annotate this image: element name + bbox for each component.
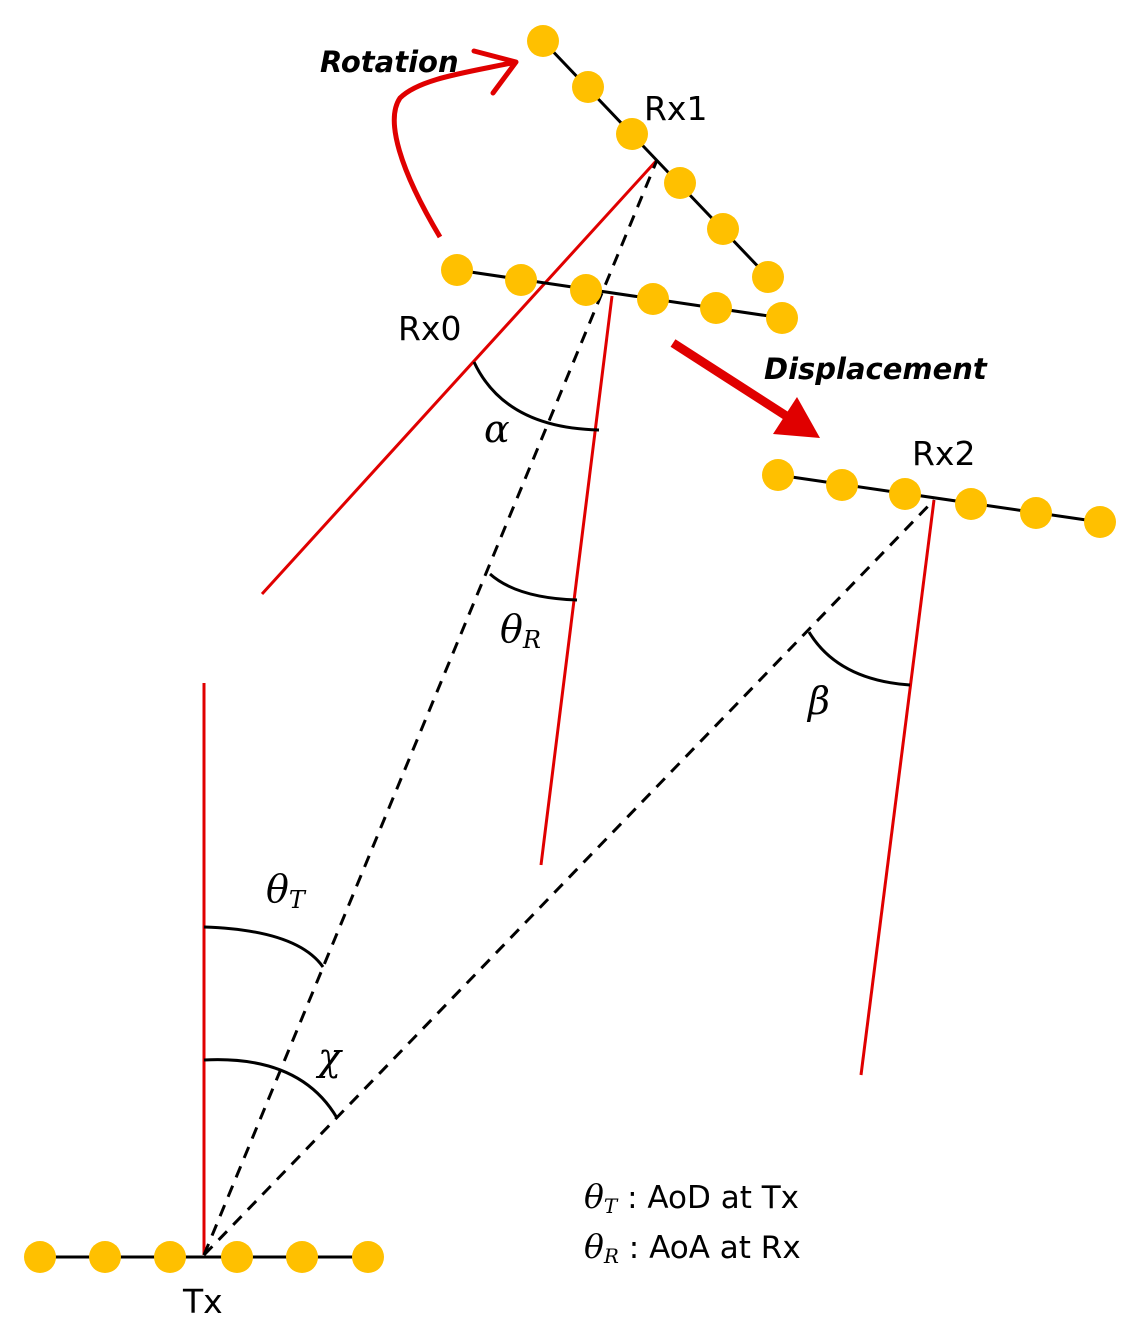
beta-arc [807,631,911,687]
legend-symbol: θT [584,1177,618,1218]
rx2-antenna-array [762,459,1116,538]
tx-to-rx1-path [202,159,659,1256]
chi-symbol: χ [318,1035,342,1079]
rx0-normal-line [539,295,614,866]
rx1-antenna-array [527,25,784,293]
tx-to-rx2-path [202,498,936,1257]
legend-item-aod: θT : AoD at Tx [584,1180,799,1216]
tx-label: Tx [183,1282,223,1321]
rx2-normal-line [859,499,936,1076]
rotation-label: Rotation [320,45,459,79]
legend-item-aoa: θR : AoA at Rx [584,1230,801,1266]
tx-antenna-array [24,1241,384,1273]
legend-text: : AoA at Rx [618,1230,801,1266]
displacement-arrow [670,339,820,438]
alpha-arc [472,361,600,432]
legend-text: : AoD at Tx [617,1180,800,1216]
theta-r-arc [489,572,578,602]
theta-t-symbol: θT [266,867,305,914]
rx0-antenna-array [441,254,798,334]
displacement-label: Displacement [764,352,987,386]
theta-r-symbol: θR [500,607,541,654]
alpha-symbol: α [484,407,510,451]
chi-arc [203,1058,339,1119]
legend-symbol: θR [584,1227,619,1268]
rx1-label: Rx1 [644,89,708,128]
theta-t-arc [203,925,325,968]
rx0-label: Rx0 [398,309,462,348]
rx2-label: Rx2 [912,434,976,473]
rotation-arrow [391,48,519,239]
rx1-normal-line [260,158,659,596]
beta-symbol: β [808,679,830,723]
